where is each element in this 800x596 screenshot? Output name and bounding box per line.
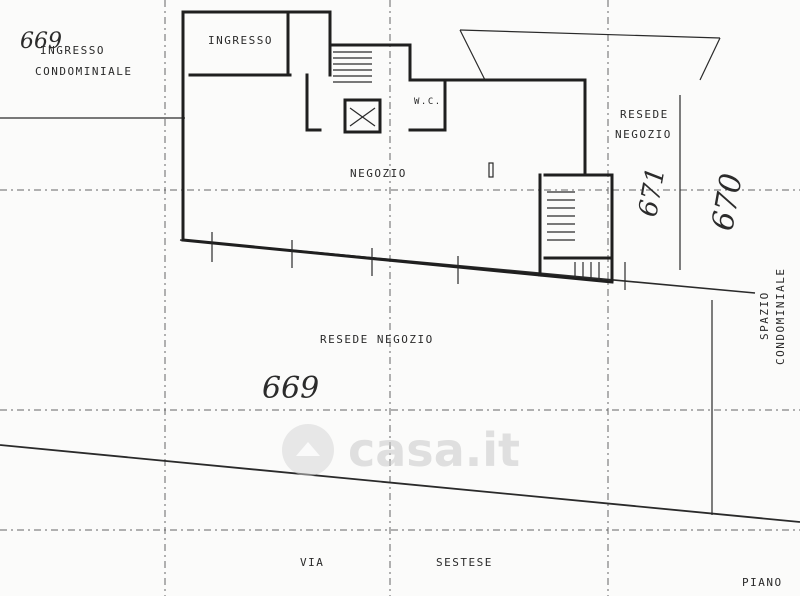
stair-steps-right (547, 191, 600, 281)
label-negozio: NEGOZIO (350, 167, 407, 180)
label-wc: W.C. (414, 97, 442, 107)
column-mark (488, 162, 494, 178)
parcel-670: 670 (705, 171, 749, 233)
label-spazio-condominiale-line2: CONDOMINIALE (774, 268, 787, 365)
parcel-669-main: 669 (262, 371, 319, 406)
label-resede-negozio-right-line2: NEGOZIO (615, 128, 672, 141)
facade-column-ticks (211, 162, 626, 290)
watermark-logo: casa.it (282, 423, 520, 477)
building-walls (181, 10, 614, 284)
parcel-671: 671 (633, 165, 671, 219)
watermark-text: casa.it (348, 423, 520, 477)
stair-steps-top (333, 51, 376, 127)
label-ingresso-condominiale-line1: INGRESSO (40, 44, 105, 57)
label-resede-negozio-right-line1: RESEDE (620, 108, 669, 121)
label-via: VIA (300, 556, 324, 569)
label-spazio-condominiale-line1: SPAZIO (758, 291, 771, 340)
label-resede-negozio-bottom: RESEDE NEGOZIO (320, 333, 434, 346)
label-piano: PIANO (742, 576, 783, 589)
label-ingresso-condominiale-line2: CONDOMINIALE (35, 65, 132, 78)
label-ingresso: INGRESSO (208, 34, 273, 47)
label-sestese: SESTESE (436, 556, 493, 569)
parcel-669-top: 669 (20, 29, 62, 54)
